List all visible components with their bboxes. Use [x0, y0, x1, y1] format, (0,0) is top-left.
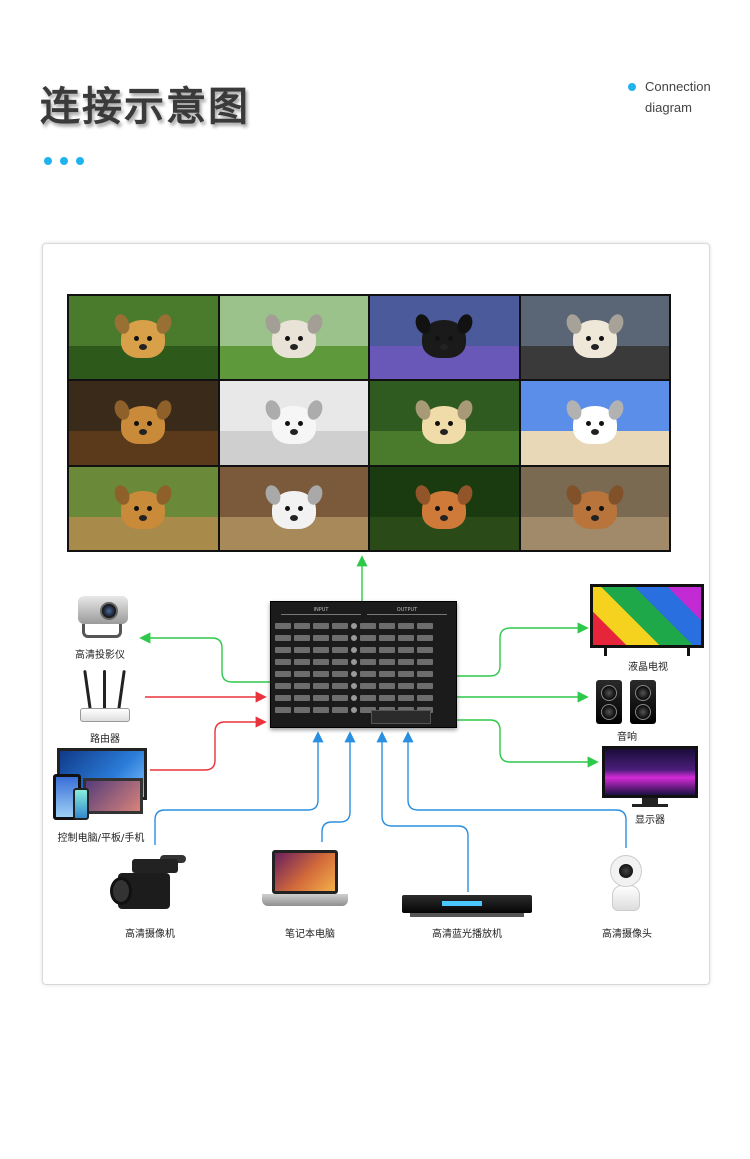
dog-image	[121, 320, 166, 359]
video-wall-tile	[219, 296, 368, 380]
video-wall-tile	[370, 381, 519, 465]
video-wall	[67, 294, 671, 552]
projector-icon	[72, 590, 132, 642]
dog-image	[121, 405, 166, 444]
page-title: 连接示意图	[40, 84, 250, 130]
decorative-dots	[44, 157, 84, 165]
dog-image	[271, 490, 316, 529]
video-wall-tile	[219, 381, 368, 465]
port-rows	[275, 620, 454, 716]
port-row	[275, 704, 454, 715]
control-ports	[371, 710, 431, 724]
video-wall-tile	[520, 466, 669, 550]
video-wall-tile	[69, 466, 218, 550]
router-icon	[80, 669, 130, 724]
bluray-player-icon	[402, 895, 532, 919]
port-row	[275, 656, 454, 667]
pc-tablet-phone-label: 控制电脑/平板/手机	[57, 833, 145, 844]
ip-camera-icon	[606, 855, 646, 915]
dog-image	[572, 405, 617, 444]
lcd-tv-label: 液晶电视	[628, 662, 668, 673]
projector-label: 高清投影仪	[75, 650, 125, 661]
video-wall-tile	[370, 466, 519, 550]
ip-camera-label: 高清摄像头	[602, 929, 652, 940]
video-wall-tile	[69, 296, 218, 380]
port-row	[275, 644, 454, 655]
video-wall-tile	[370, 296, 519, 380]
dog-image	[271, 320, 316, 359]
laptop-label: 笔记本电脑	[285, 929, 335, 940]
camcorder-icon	[110, 855, 190, 915]
video-wall-tile	[219, 466, 368, 550]
lcd-tv-icon	[590, 584, 704, 656]
port-row	[275, 692, 454, 703]
port-row	[275, 632, 454, 643]
speakers-icon	[596, 680, 658, 724]
bullet-dot	[628, 83, 636, 91]
dog-image	[271, 405, 316, 444]
dog-image	[422, 320, 467, 359]
dog-image	[572, 490, 617, 529]
dog-image	[121, 490, 166, 529]
router-label: 路由器	[90, 734, 120, 745]
camcorder-label: 高清摄像机	[125, 929, 175, 940]
matrix-switcher: INPUT OUTPUT	[270, 601, 457, 728]
monitor-label: 显示器	[635, 815, 665, 826]
video-wall-tile	[69, 381, 218, 465]
subtitle-line-2: diagram	[645, 100, 692, 115]
video-wall-tile	[520, 381, 669, 465]
dog-image	[422, 490, 467, 529]
pc-tablet-phone-icon	[53, 748, 149, 824]
laptop-icon	[262, 850, 348, 912]
port-row	[275, 668, 454, 679]
dog-image	[422, 405, 467, 444]
output-label: OUTPUT	[367, 606, 447, 615]
port-row	[275, 620, 454, 631]
subtitle-line-1: Connection	[645, 79, 711, 94]
input-label: INPUT	[281, 606, 361, 615]
speakers-label: 音响	[617, 732, 637, 743]
video-wall-tile	[520, 296, 669, 380]
dog-image	[572, 320, 617, 359]
bluray-player-label: 高清蓝光播放机	[432, 929, 502, 940]
monitor-icon	[602, 746, 698, 808]
port-row	[275, 680, 454, 691]
